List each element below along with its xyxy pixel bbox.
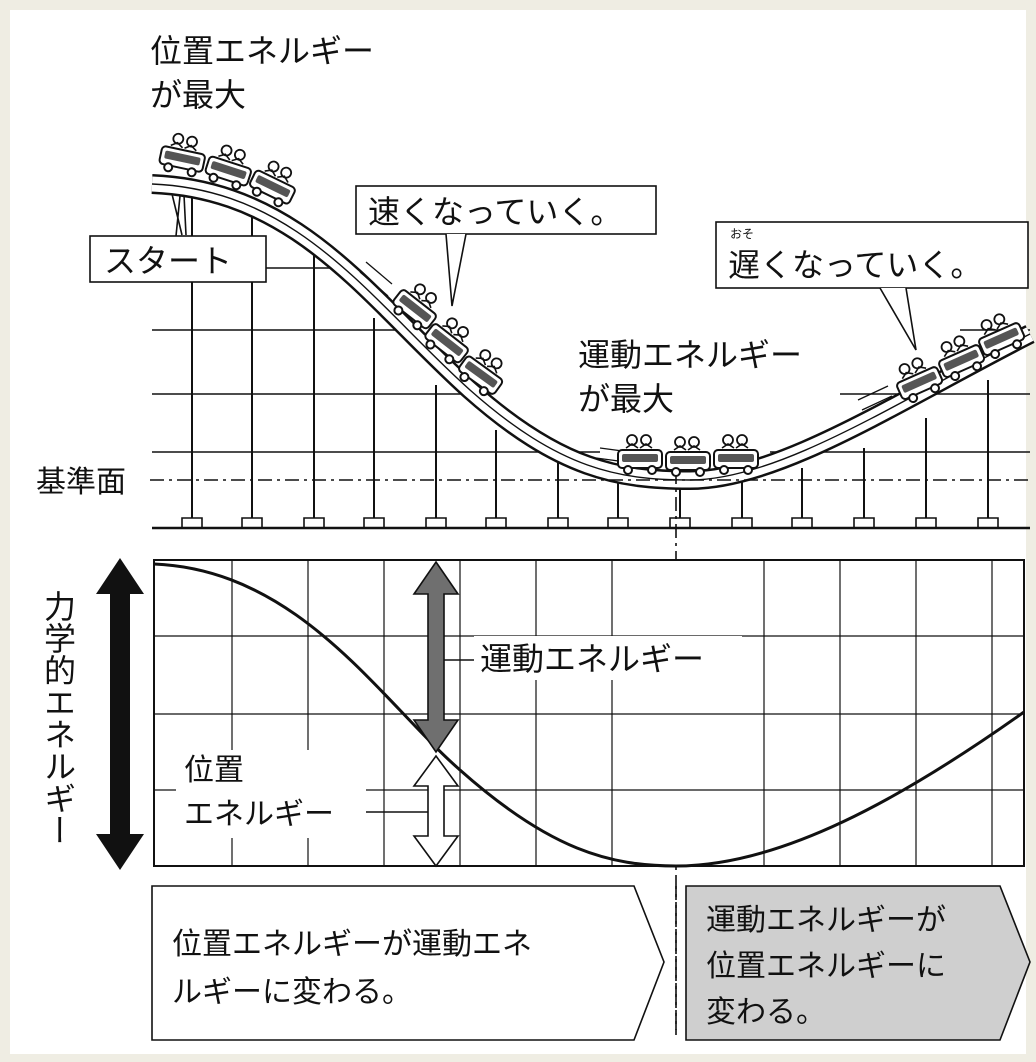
box-right-line-1: 運動エネルギーが [706,903,946,938]
potential-label-bg [176,750,366,838]
pe-max-label-1: 位置エネルギー [150,32,374,70]
speed-lines [359,261,893,463]
reference-plane-label: 基準面 [36,465,126,500]
ke-max-label-2: が最大 [578,380,674,418]
mechanical-energy-arrow [96,558,144,870]
start-pointer [175,195,181,237]
faster-box [355,185,657,235]
potential-energy-curve [153,562,1025,868]
mechanical-energy-label: 力学的エネルギー [39,590,77,846]
faster-label: 速くなっていく。 [368,193,622,231]
pe-max-label-2: が最大 [150,76,246,114]
slower-ruby: おそ [730,227,754,241]
post-feet [181,517,999,528]
kinetic-label: 運動エネルギー [480,640,704,678]
slower-pointer [879,287,917,351]
start-support [171,193,187,236]
box-right-line-2: 位置エネルギーに [706,949,946,984]
faster-pointer [445,233,467,307]
potential-energy-arrow [412,754,460,868]
box-left-line-2: ルギーに変わる。 [172,975,412,1010]
potential-label-1: 位置 [184,753,244,788]
slower-label: 遅くなっていく。 [728,246,982,284]
box-left [151,885,665,1041]
box-right-line-3: 変わる。 [706,995,826,1030]
potential-label-2: エネルギー [184,797,334,832]
slower-box [715,221,1029,289]
start-label: スタート [104,242,232,280]
ke-max-label-1: 運動エネルギー [578,336,802,374]
box-left-line-1: 位置エネルギーが運動エネ [172,927,532,962]
start-box [89,235,267,283]
kinetic-label-bg [474,636,742,680]
kinetic-energy-arrow [412,560,460,754]
track-center-rail [151,183,1031,481]
box-right [685,885,1031,1041]
callouts [89,185,1029,351]
